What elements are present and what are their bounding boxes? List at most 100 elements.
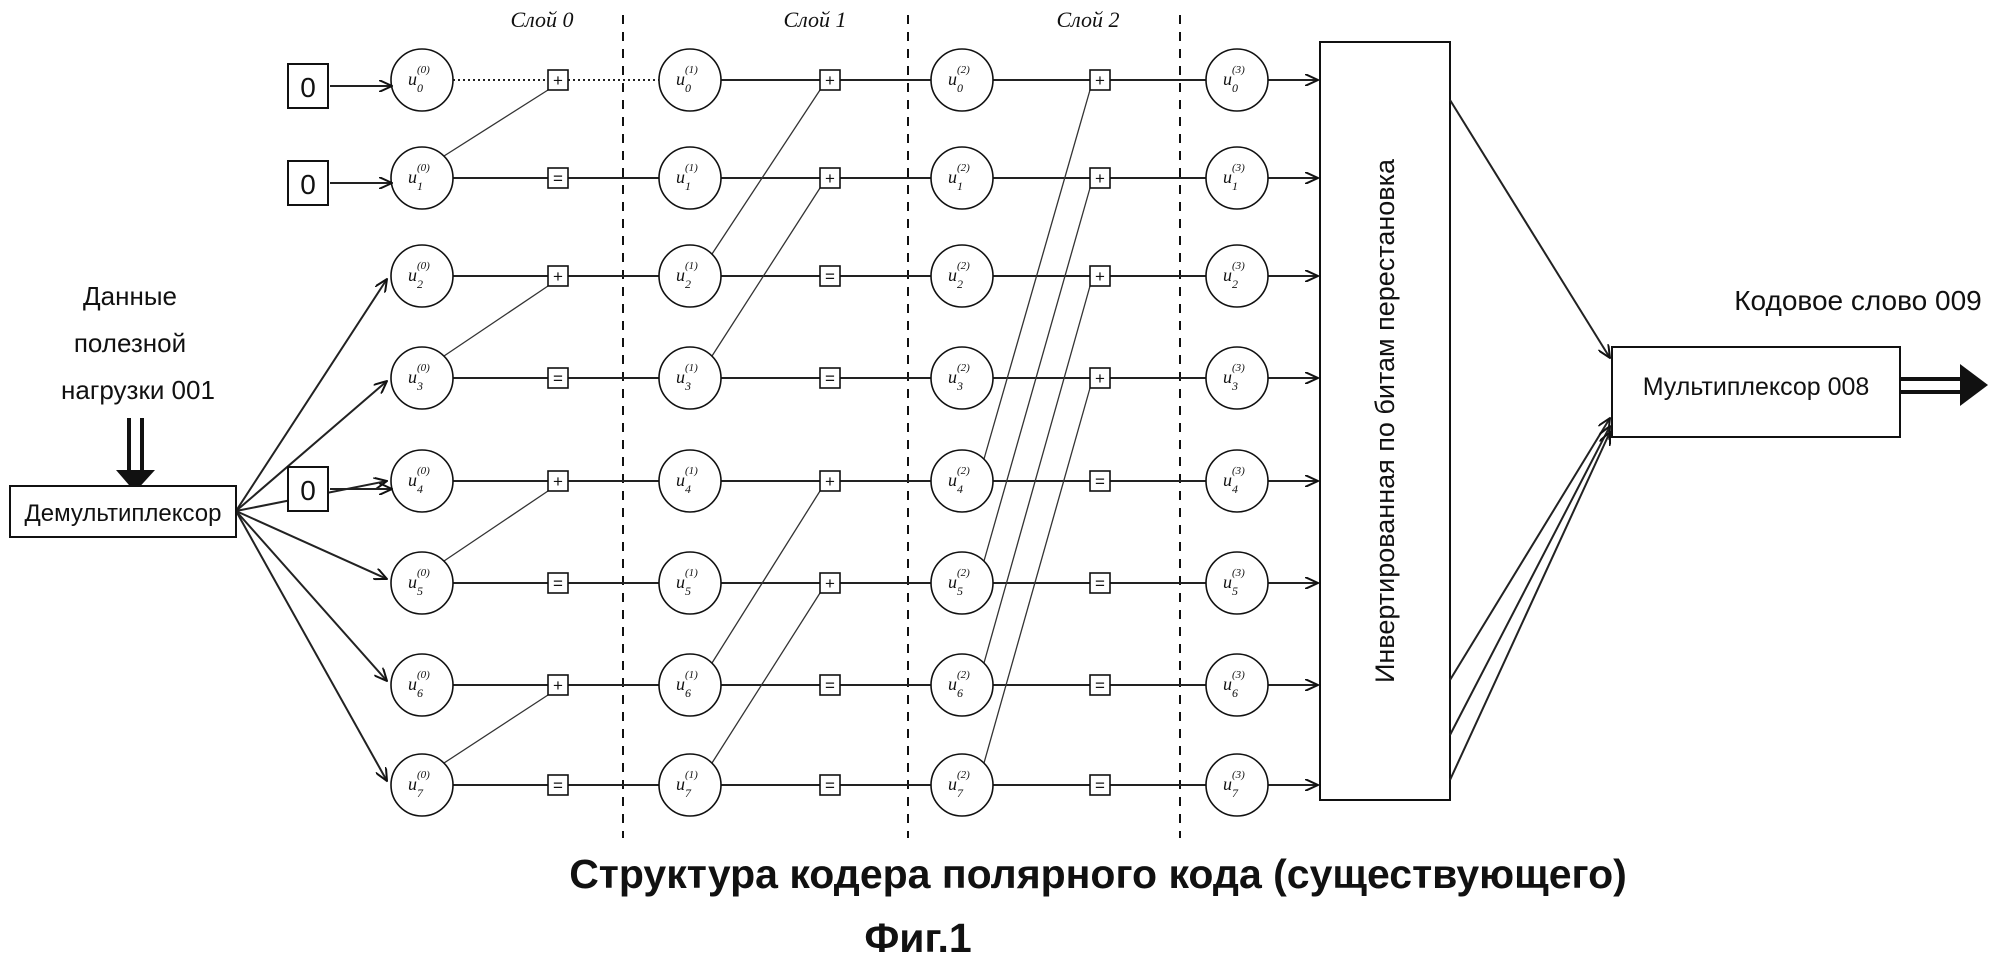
bit-node-stage2-row1: u1(2) [930,146,994,210]
multiplexer-block: Мультиплексор 008 [1611,346,1901,438]
bit-node-stage3-row5: u5(3) [1205,551,1269,615]
xor-box-stage1-row4: + [819,470,841,492]
frozen-input-4: 0 [287,466,392,512]
demux-arrow-row6 [235,510,387,681]
bit-node-stage1-row4: u4(1) [658,449,722,513]
demux-arrow-row5 [235,510,387,579]
bit-node-stage2-row7: u7(2) [930,753,994,817]
bit-node-stage1-row5: u5(1) [658,551,722,615]
bit-node-stage0-row1: u1(0) [390,146,454,210]
demux-fanout [235,279,387,781]
svg-text:=: = [825,676,835,695]
bit-node-stage2-row0: u0(2) [930,48,994,112]
demultiplexer-block: Демультиплексор [9,485,237,538]
mux-fanin [1449,99,1610,781]
double-right-arrow-icon [1900,364,1988,406]
pass-box-stage2-row6: = [1089,674,1111,696]
xor-link-stage0-row4 [443,490,549,562]
svg-text:=: = [1095,776,1105,795]
bit-node-stage1-row3: u3(1) [658,346,722,410]
bit-node-stage2-row2: u2(2) [930,244,994,308]
svg-text:+: + [1095,369,1105,388]
svg-text:=: = [553,169,563,188]
bit-node-stage3-row4: u4(3) [1205,449,1269,513]
xor-link-stage1-row5 [711,592,821,764]
pass-box-stage0-row5: = [547,572,569,594]
xor-link-stage1-row4 [711,490,821,664]
svg-text:=: = [553,369,563,388]
payload-label-line-3: нагрузки 001 [61,375,215,405]
pass-box-stage1-row6: = [819,674,841,696]
bit-node-stage0-row0: u0(0) [390,48,454,112]
xor-link-stage0-row2 [443,285,549,357]
layer-dividers [622,15,1181,838]
frozen-input-label: 0 [300,475,316,506]
wires [453,80,1318,785]
bit-node-stage2-row5: u5(2) [930,551,994,615]
frozen-input-label: 0 [300,72,316,103]
xor-box-stage2-row0: + [1089,69,1111,91]
svg-text:=: = [553,574,563,593]
pass-box-stage1-row3: = [819,367,841,389]
frozen-input-label: 0 [300,169,316,200]
bit-node-stage3-row2: u2(3) [1205,244,1269,308]
bit-node-stage2-row4: u4(2) [930,449,994,513]
payload-label-line-2: полезной [74,328,186,358]
frozen-input-1: 0 [287,160,392,206]
xor-box-stage1-row5: + [819,572,841,594]
pass-box-stage1-row2: = [819,265,841,287]
bit-node-stage1-row6: u6(1) [658,653,722,717]
svg-text:+: + [825,472,835,491]
svg-text:+: + [1095,71,1105,90]
pass-box-stage0-row1: = [547,167,569,189]
bit-node-stage0-row3: u3(0) [390,346,454,410]
bit-node-stage1-row2: u2(1) [658,244,722,308]
demultiplexer-label: Демультиплексор [25,500,222,527]
xor-link-stage0-row0 [443,89,549,157]
demux-arrow-row3 [235,381,387,512]
bit-node-stage0-row2: u2(0) [390,244,454,308]
demux-arrow-row7 [235,510,387,781]
pass-box-stage1-row7: = [819,774,841,796]
layer-label-0: Слой 0 [510,7,573,32]
xor-box-stage0-row6: + [547,674,569,696]
layer-label-1: Слой 1 [783,7,846,32]
svg-text:=: = [825,776,835,795]
svg-text:+: + [553,676,563,695]
figure-caption: Структура кодера полярного кода (существ… [569,851,1627,897]
bit-node-stage1-row0: u0(1) [658,48,722,112]
bit-node-stage3-row0: u0(3) [1205,48,1269,112]
svg-text:=: = [1095,574,1105,593]
svg-text:+: + [1095,267,1105,286]
svg-text:+: + [553,472,563,491]
bit-node-stage1-row1: u1(1) [658,146,722,210]
bit-node-stage0-row7: u7(0) [390,753,454,817]
xor-link-stage1-row1 [711,187,821,357]
butterfly-connections [443,89,1091,764]
bit-reversal-permutation-block: Инвертированная по битам перестановка [1319,41,1451,801]
xor-box-stage1-row0: + [819,69,841,91]
frozen-input-0: 0 [287,63,392,109]
xor-link-stage2-row3 [983,387,1091,764]
pass-box-stage2-row4: = [1089,470,1111,492]
bit-node-stage2-row6: u6(2) [930,653,994,717]
multiplexer-label: Мультиплексор 008 [1643,373,1870,401]
xor-link-stage0-row6 [443,694,549,764]
double-down-arrow-icon [116,418,155,492]
xor-link-stage2-row1 [983,187,1091,562]
xor-box-stage2-row1: + [1089,167,1111,189]
xor-box-stage0-row4: + [547,470,569,492]
xor-box-stage0-row0: + [547,69,569,91]
svg-text:=: = [825,369,835,388]
operation-boxes: +=+=+=+=++==++==++++==== [547,69,1111,796]
bit-node-stage0-row4: u4(0) [390,449,454,513]
xor-box-stage2-row2: + [1089,265,1111,287]
svg-text:+: + [553,267,563,286]
bit-node-stage3-row6: u6(3) [1205,653,1269,717]
bit-node-stage0-row6: u6(0) [390,653,454,717]
svg-text:+: + [825,71,835,90]
figure-number: Фиг.1 [864,915,971,961]
svg-text:=: = [1095,472,1105,491]
bit-node-stage1-row7: u7(1) [658,753,722,817]
